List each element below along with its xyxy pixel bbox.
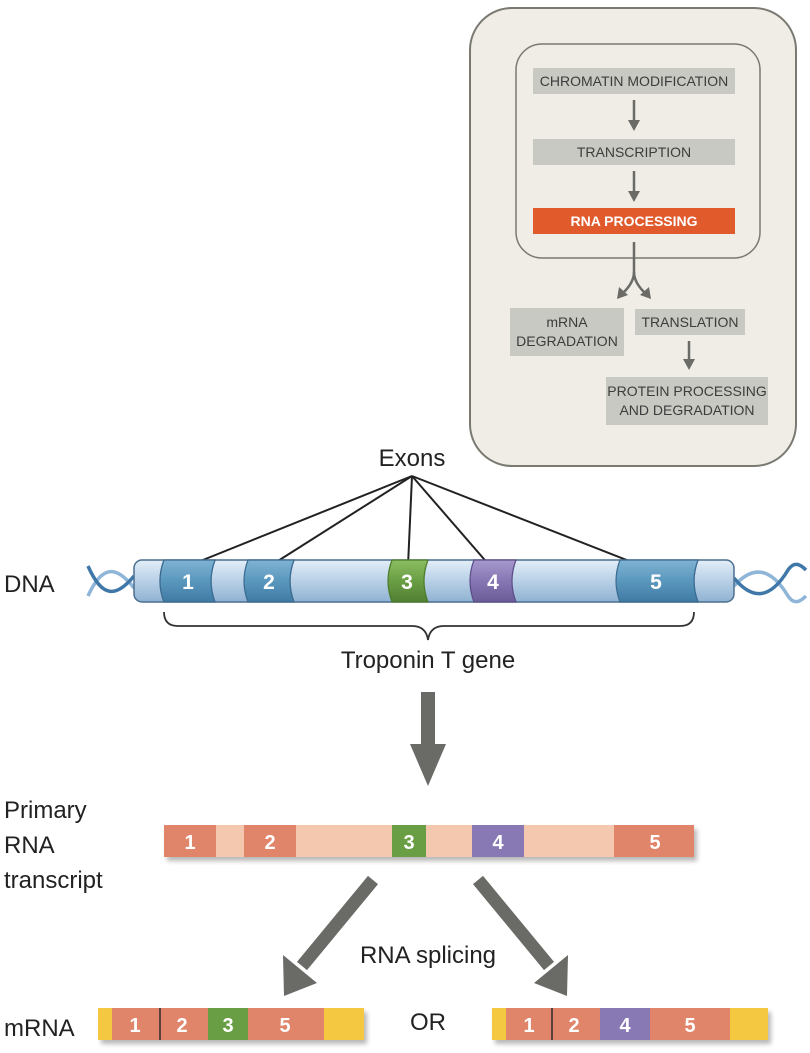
rna-processing-label: RNA PROCESSING: [570, 213, 697, 229]
fork-arrowhead-right: [640, 287, 651, 299]
mrna-right-exon-2: [552, 1008, 600, 1040]
transcript-exon-3: [392, 825, 426, 857]
mrna-right-exon-4-number: 4: [619, 1015, 631, 1037]
transcript-exon-1-number: 1: [184, 832, 195, 854]
mrna-left: [98, 1008, 364, 1040]
protein-processing-label-2: AND DEGRADATION: [619, 402, 754, 418]
dna-exon-2-number: 2: [263, 571, 275, 594]
mrna-left-tail: [324, 1008, 364, 1040]
transcript-exon-4: [472, 825, 524, 857]
chromatin-modification-label: CHROMATIN MODIFICATION: [540, 73, 728, 89]
dna-exon-4-number: 4: [487, 571, 499, 594]
dna-exon-3-number: 3: [401, 571, 413, 594]
dna-exon-5-number: 5: [650, 571, 662, 594]
primary-label-1: Primary: [4, 797, 87, 824]
transcript-exon-5-number: 5: [649, 832, 660, 854]
mrna-right-cap: [492, 1008, 506, 1040]
mrna-right: [492, 1008, 768, 1040]
mrna-right-exon-4: [600, 1008, 650, 1040]
gene-brace: [163, 611, 695, 641]
pathway-panel: CHROMATIN MODIFICATION TRANSCRIPTION RNA…: [469, 7, 797, 467]
dna-exon-4: 4: [469, 559, 517, 603]
big-arrow-head: [410, 744, 446, 786]
mrna-right-exon-5: [650, 1008, 730, 1040]
transcript-exon-2: [244, 825, 296, 857]
arrow-head-2: [628, 191, 640, 202]
transcript-exon-1: [164, 825, 216, 857]
primary-label-3: transcript: [4, 867, 103, 894]
dna-exon-5: 5: [615, 559, 699, 603]
mrna-left-exon-5: [248, 1008, 324, 1040]
transcription-box: [533, 139, 735, 165]
splice-arrow-right-shaft: [472, 875, 555, 971]
mrna-right-exon-1: [506, 1008, 552, 1040]
mrna-degradation-box: [510, 308, 624, 356]
mrna-right-exon-1-number: 1: [523, 1015, 534, 1037]
transcription-label: TRANSCRIPTION: [577, 144, 691, 160]
dna-exon-1: 1: [159, 559, 216, 603]
transcript-exon-3-number: 3: [403, 832, 414, 854]
troponin-gene-label: Troponin T gene: [341, 647, 515, 674]
rna-splicing-label: RNA splicing: [360, 942, 496, 969]
mrna-label: mRNA: [4, 1015, 75, 1042]
mrna-degradation-label-2: DEGRADATION: [516, 333, 618, 349]
mrna-left-exon-5-number: 5: [279, 1015, 290, 1037]
exon-pointer-lines: [187, 475, 643, 567]
splice-arrow-left-head: [283, 955, 317, 996]
translation-label: TRANSLATION: [642, 314, 739, 330]
pointer-line-3: [407, 475, 413, 567]
chromatin-modification-box: [533, 68, 735, 94]
pointer-line-5: [411, 475, 643, 567]
mrna-left-exon-2: [160, 1008, 208, 1040]
mrna-right-tail: [730, 1008, 768, 1040]
pointer-line-1: [187, 475, 413, 567]
mrna-left-exon-1-number: 1: [129, 1015, 140, 1037]
transcript-exon-5: [614, 825, 694, 857]
fork-arrow-right: [632, 271, 645, 293]
mrna-left-exon-3-number: 3: [222, 1015, 233, 1037]
protein-processing-box: [606, 377, 768, 425]
splice-arrow-right-head: [534, 955, 568, 996]
protein-processing-label-1: PROTEIN PROCESSING: [607, 383, 766, 399]
mrna-right-exon-5-number: 5: [684, 1015, 695, 1037]
dna-helix-right: [732, 562, 808, 604]
fork-arrowhead-left: [617, 287, 628, 299]
splice-arrow-left-shaft: [296, 875, 379, 971]
arrow-head-3: [683, 359, 695, 370]
mrna-right-exon-2-number: 2: [568, 1015, 579, 1037]
transcript-exon-2-number: 2: [264, 832, 275, 854]
dna-exon-1-number: 1: [182, 571, 194, 594]
primary-label-2: RNA: [4, 832, 55, 859]
or-label: OR: [410, 1009, 446, 1036]
dna-helix-left: [86, 565, 136, 597]
big-arrow-shaft: [421, 692, 435, 748]
mrna-degradation-label-1: mRNA: [546, 314, 588, 330]
rna-processing-box: [533, 208, 735, 234]
dna-label: DNA: [4, 571, 55, 598]
exons-label: Exons: [379, 445, 446, 472]
mrna-left-exon-1: [112, 1008, 160, 1040]
pointer-line-2: [269, 475, 413, 567]
dna-exon-3: 3: [387, 559, 429, 603]
pointer-line-4: [411, 475, 491, 567]
transcript-exon-4-number: 4: [492, 832, 504, 854]
translation-box: [635, 309, 745, 335]
mrna-left-cap: [98, 1008, 112, 1040]
mrna-left-exon-2-number: 2: [176, 1015, 187, 1037]
dna-exon-2: 2: [243, 559, 295, 603]
primary-transcript: [164, 825, 694, 857]
mrna-left-exon-3: [208, 1008, 248, 1040]
arrow-head-1: [628, 120, 640, 131]
